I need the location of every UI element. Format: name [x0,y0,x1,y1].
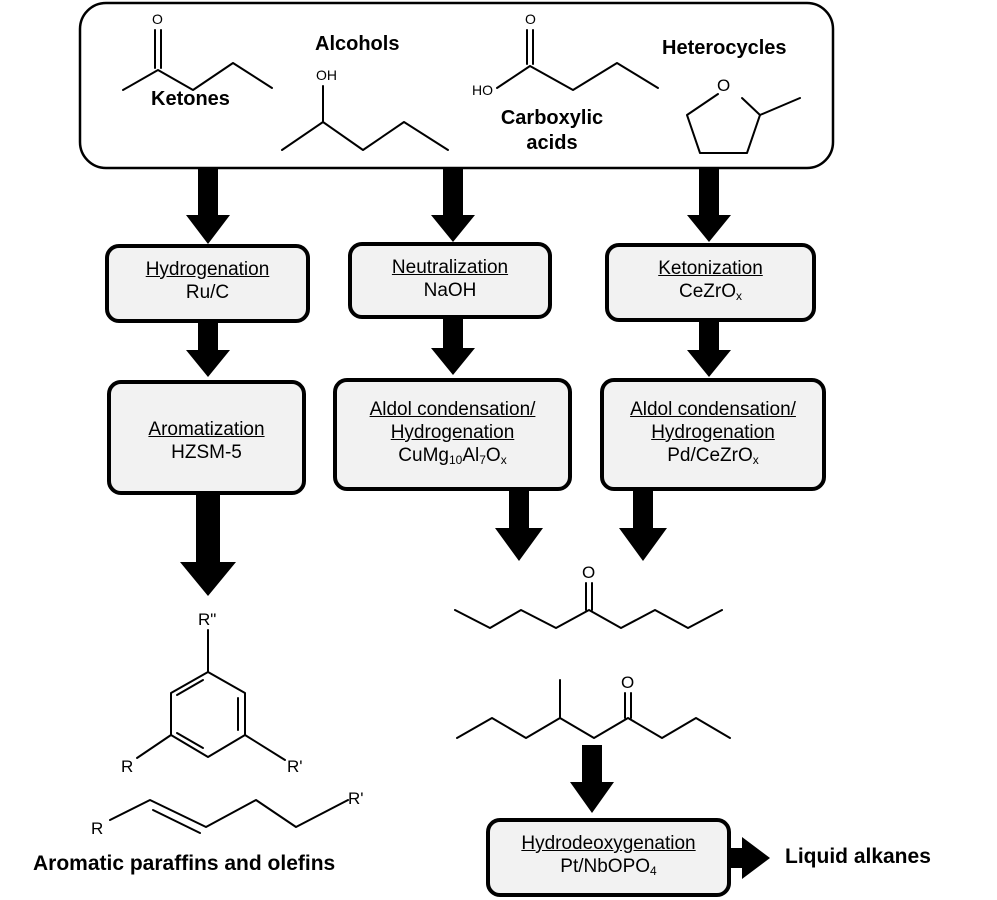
hdo-step-label: Hydrodeoxygenation [521,833,696,854]
ring-oxygen-label: O [717,76,731,95]
r-label-ring: R [121,757,134,776]
ketone-branched-oxygen-label: O [621,673,635,692]
ketones-label: Ketones [151,88,230,110]
hdo-catalyst-base: Pt/NbOPO [560,856,651,877]
aldol-mid-box: Aldol condensation/ Hydrogenation CuMg10… [333,378,572,491]
aldol-mid-cat-part2: Al [462,445,480,466]
ketonization-box: Ketonization CeZrOx [605,243,816,322]
aldol-mid-step-line1: Aldol condensation/ [369,399,536,420]
arrow-feed-to-neutralization [431,168,475,242]
aldol-right-catalyst: Pd/CeZrOx [604,444,822,467]
benzene-ring-molecule [136,629,286,761]
aldol-mid-catalyst: CuMg10Al7Ox [337,444,568,467]
aldol-mid-step-line2: Hydrogenation [390,422,515,443]
arrow-aromatization-to-products [180,494,236,596]
carboxylic-acid-molecule [496,29,659,91]
ketone-molecule [122,29,273,91]
ketonization-step-label: Ketonization [658,258,763,279]
arrow-hydrogenation-to-aromatization [186,322,230,377]
aromatization-box: Aromatization HZSM-5 [107,380,306,495]
aldol-mid-cat-sub2: 7 [479,453,486,467]
arrow-ketones-to-hdo [570,745,614,813]
neutralization-step-label: Neutralization [391,257,509,278]
arrow-hdo-to-alkanes [730,837,770,879]
ketonization-catalyst: CeZrOx [609,280,812,303]
hydrogenation-catalyst: Ru/C [185,282,230,303]
heterocycles-label: Heterocycles [662,37,787,59]
aldol-mid-cat-sub3: x [500,453,507,467]
neutralization-box: Neutralization NaOH [348,242,552,319]
r-label-chain: R [91,819,104,838]
ketonization-catalyst-sub: x [736,289,742,303]
aldol-mid-cat-part1: CuMg [398,445,449,466]
acid-hydroxyl-label: HO [472,82,493,98]
flow-arrows [180,168,770,879]
hdo-catalyst-sub: 4 [650,864,657,878]
carboxylic-line2: acids [526,132,578,154]
aromatization-step-label: Aromatization [148,419,265,440]
hdo-box: Hydrodeoxygenation Pt/NbOPO4 [486,818,731,897]
alcohol-hydroxyl-label: OH [316,67,337,83]
olefin-molecule [109,799,349,834]
aromatic-products-label: Aromatic paraffins and olefins [33,852,336,875]
aldol-right-box: Aldol condensation/ Hydrogenation Pd/CeZ… [600,378,826,491]
alcohol-molecule [281,85,449,151]
carboxylic-acids-label: Carboxylic acids [496,106,608,156]
aldol-right-step-line1: Aldol condensation/ [630,399,796,420]
ketone-product-linear [454,582,723,629]
aldol-right-catalyst-sub: x [752,453,759,467]
ketonization-catalyst-base: CeZrO [679,281,736,302]
r-double-prime-label: R" [198,610,217,629]
liquid-alkanes-label: Liquid alkanes [785,845,931,868]
arrow-ketonization-to-aldol [687,321,731,377]
ketone-oxygen-label: O [152,11,163,27]
aldol-mid-cat-part3: O [485,445,501,466]
aldol-right-catalyst-base: Pd/CeZrO [667,445,753,466]
ketone-product-branched [456,679,731,739]
hdo-catalyst: Pt/NbOPO4 [490,855,727,878]
aromatization-catalyst: HZSM-5 [171,442,242,463]
ketone-linear-oxygen-label: O [582,563,596,582]
heterocycle-molecule [686,93,801,154]
arrow-feed-to-ketonization [687,168,731,242]
alcohols-label: Alcohols [315,33,400,55]
acid-oxygen-label: O [525,11,536,27]
r-prime-label-ring: R' [287,757,303,776]
arrow-feed-to-hydrogenation [186,168,230,244]
neutralization-catalyst: NaOH [423,280,477,301]
arrow-neutralization-to-aldol [431,318,475,375]
arrow-aldol-right-to-ketones [619,490,667,561]
aldol-mid-cat-sub1: 10 [448,453,463,467]
arrow-aldol-mid-to-ketones [495,490,543,561]
hydrogenation-step-label: Hydrogenation [145,259,270,280]
aldol-right-step-line2: Hydrogenation [651,422,775,443]
hydrogenation-box: Hydrogenation Ru/C [105,244,310,323]
r-prime-label-chain: R' [348,789,364,808]
carboxylic-line1: Carboxylic [500,107,604,129]
